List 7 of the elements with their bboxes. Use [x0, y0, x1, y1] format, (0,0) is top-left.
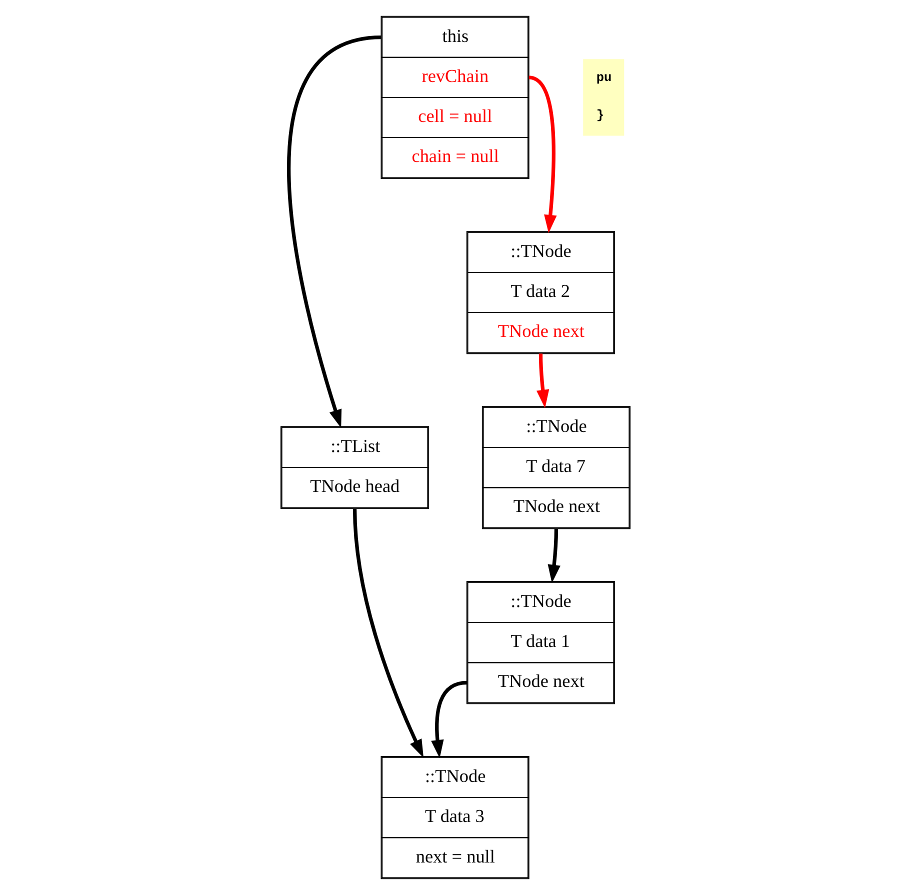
arrow [352, 508, 424, 758]
arrow [528, 76, 557, 234]
arrow [287, 36, 382, 428]
arrow [536, 354, 550, 408]
node-box: pu } [583, 59, 624, 136]
arrow [548, 528, 560, 584]
arrow [431, 680, 468, 758]
